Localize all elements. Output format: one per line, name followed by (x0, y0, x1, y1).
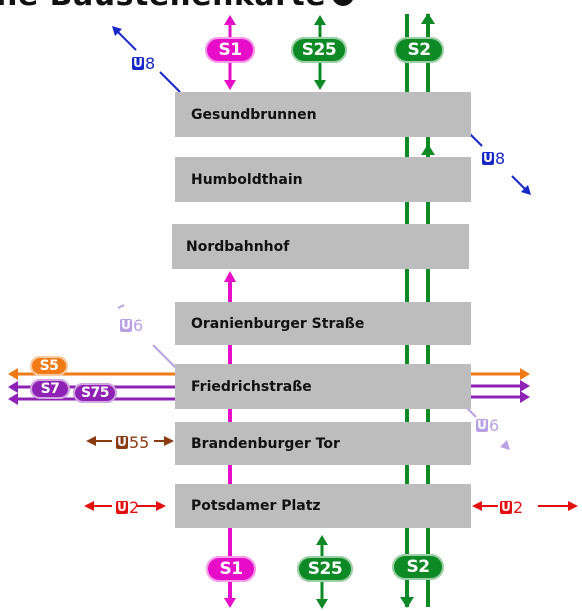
u-logo-icon: U (132, 56, 144, 70)
s25-badge-top: S25 (291, 37, 347, 63)
s1-arrow-up (224, 15, 236, 25)
s2-badge-bottom: S2 (392, 554, 444, 580)
u6-tick-left (117, 304, 125, 309)
s5-badge: S5 (30, 356, 68, 376)
u2-arrow-right-a (472, 501, 482, 511)
s7-arrow-right-a (520, 380, 530, 392)
s25-arrow-bottom-up (316, 535, 328, 545)
station-name: Oranienburger Straße (191, 315, 365, 332)
u8-diag-top-a (117, 31, 137, 51)
s2-arrow-mid (421, 144, 435, 155)
u2-arrow-right-b (568, 501, 578, 511)
s5-arrow-left (8, 368, 18, 380)
s25-arrow-bottom-down (316, 599, 328, 609)
station-name: Potsdamer Platz (191, 498, 321, 514)
s7-arrow-left-a (8, 381, 18, 393)
u2-arrow-left-a (84, 501, 94, 511)
station-gesundbrunnen: Gesundbrunnen (175, 92, 471, 137)
map-title-text: ne Baustellenkarte (0, 0, 326, 13)
station-brandenburger-tor: Brandenburger Tor (175, 422, 471, 465)
s1-arrow-nordbahnhof (224, 271, 236, 282)
station-name: Nordbahnhof (186, 238, 290, 255)
s7-arrow-left-b (8, 393, 18, 405)
u-logo-icon: U (116, 500, 128, 514)
station-humboldthain: Humboldthain (175, 157, 471, 202)
station-potsdamer-platz: Potsdamer Platz (175, 484, 471, 528)
s25-arrow-up (314, 15, 326, 25)
u8-diag-top-b (159, 71, 181, 93)
u-logo-icon: U (116, 435, 128, 449)
station-name: Friedrichstraße (191, 378, 312, 395)
u2-arrow-left-b (156, 501, 166, 511)
s1-badge-top: S1 (205, 37, 255, 63)
s25-badge-bottom: S25 (297, 556, 353, 582)
u55-arrow-right (164, 436, 174, 446)
u55-arrow-left (86, 436, 96, 446)
u6-diag-left (152, 344, 177, 369)
s5-arrow-right (520, 368, 530, 380)
u-logo-icon: U (482, 151, 494, 165)
station-oranienburger-strasse: Oranienburger Straße (175, 302, 471, 345)
station-friedrichstrasse: Friedrichstraße (175, 364, 471, 409)
u8-arrow-top (112, 26, 122, 36)
s1-badge-bottom: S1 (206, 556, 256, 582)
station-nordbahnhof: Nordbahnhof (172, 224, 469, 269)
station-name: Gesundbrunnen (191, 106, 317, 123)
s75-badge: S75 (73, 383, 117, 403)
s2-badge-top: S2 (394, 37, 444, 63)
s2-arrow-top (421, 13, 435, 24)
s25-arrow-down (314, 80, 326, 90)
station-name: Humboldthain (191, 171, 303, 188)
map-title: ne Baustellenkarte (0, 0, 355, 13)
u-logo-icon: U (500, 500, 512, 514)
u6-arrow-right (500, 440, 510, 450)
s2-arrow-bottom (400, 597, 414, 608)
s1-arrow-bottom (224, 598, 236, 608)
u-logo-icon: U (120, 318, 132, 332)
s7-badge: S7 (30, 379, 70, 399)
s1-arrow-down (224, 80, 236, 90)
u-logo-icon: U (476, 418, 488, 432)
s7-arrow-right-b (520, 391, 530, 403)
title-badge-icon (332, 0, 355, 6)
u8-arrow-right (521, 185, 531, 195)
u8-diag-right-b (511, 175, 527, 191)
station-name: Brandenburger Tor (191, 435, 340, 452)
